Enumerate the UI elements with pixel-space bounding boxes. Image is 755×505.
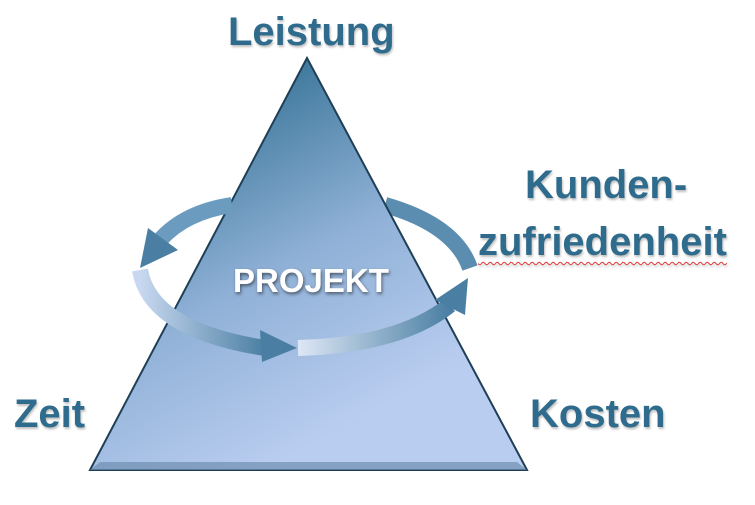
label-zufriedenheit: zufriedenheit [478,220,727,264]
arrow-back-top-right [382,197,478,271]
center-label: PROJEKT [233,262,389,299]
triangle-bevel [90,462,527,470]
label-kunden: Kunden- [525,163,688,207]
arrow-bottom-left [132,268,297,362]
label-zeit: Zeit [14,392,86,436]
arrow-bottom-right [297,278,468,356]
label-leistung: Leistung [228,10,395,54]
label-kosten: Kosten [530,392,666,436]
arrow-top-left [140,197,234,268]
